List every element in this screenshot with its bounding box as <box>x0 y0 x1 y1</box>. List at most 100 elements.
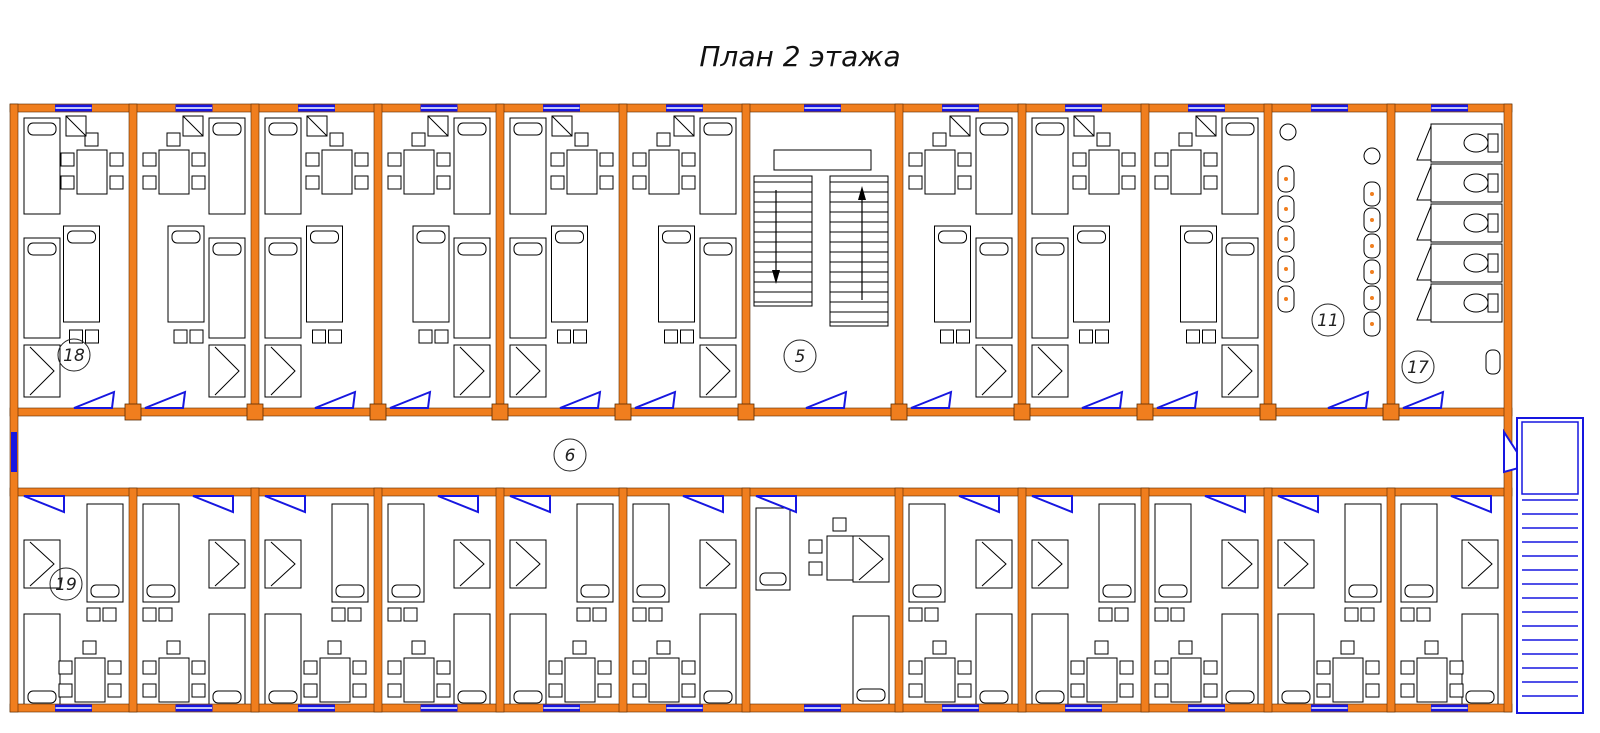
chair-icon <box>1416 607 1431 622</box>
chair-icon <box>347 607 362 622</box>
chair-icon <box>191 660 206 675</box>
wall-east <box>1503 103 1513 713</box>
chair-icon <box>1203 152 1218 167</box>
chair-icon <box>403 607 418 622</box>
chair-icon <box>58 683 73 698</box>
wardrobe-icon <box>699 539 737 589</box>
partition-south-4 <box>618 487 628 713</box>
stairs-icon <box>753 149 889 327</box>
chair-icon <box>681 175 696 190</box>
table-icon <box>76 149 108 195</box>
chair-icon <box>574 132 589 147</box>
chair-icon <box>1203 683 1218 698</box>
wall-corridor-south <box>9 487 1513 497</box>
partition-south-8 <box>1140 487 1150 713</box>
nightstand-icon <box>949 115 971 137</box>
stairs-icon <box>1516 417 1584 714</box>
door-north-8 <box>1081 390 1124 409</box>
chair-icon <box>331 607 346 622</box>
toilet-icon <box>1416 123 1503 163</box>
door-south-11 <box>1450 495 1492 514</box>
window-bottom-4 <box>543 704 580 712</box>
wardrobe-icon <box>453 539 491 589</box>
chair-icon <box>599 175 614 190</box>
room-label-5: 5 <box>783 339 817 373</box>
partition-south-0 <box>128 487 138 713</box>
window-top-8 <box>1065 104 1102 112</box>
chair-icon <box>557 329 571 344</box>
chair-icon <box>107 660 122 675</box>
sink-icon <box>1363 181 1381 207</box>
window-top-7 <box>942 104 979 112</box>
door-north-9 <box>1156 390 1199 409</box>
chair-icon <box>592 607 607 622</box>
column-4 <box>614 403 632 421</box>
window-bottom-10 <box>1311 704 1348 712</box>
chair-icon <box>434 329 449 344</box>
bed-icon <box>1031 117 1069 215</box>
chair-icon <box>957 152 972 167</box>
chair-icon <box>548 660 563 675</box>
bed-icon <box>755 507 791 591</box>
chair-icon <box>328 329 342 344</box>
chair-icon <box>82 640 97 655</box>
table-icon <box>1416 657 1448 703</box>
wardrobe-icon <box>264 344 302 398</box>
bed-icon <box>1031 237 1069 339</box>
chair-icon <box>1121 152 1136 167</box>
chair-icon <box>305 152 320 167</box>
window-corridor-west <box>11 432 17 472</box>
chair-icon <box>908 607 923 622</box>
chair-icon <box>908 660 923 675</box>
partition-south-6 <box>894 487 904 713</box>
door-south-2 <box>264 495 306 514</box>
sink-icon <box>1277 195 1295 223</box>
svg-text:19: 19 <box>55 575 77 595</box>
chair-icon <box>303 660 318 675</box>
wall-top <box>9 103 1513 113</box>
sink-icon <box>1363 233 1381 259</box>
window-top-6 <box>804 104 841 112</box>
bed-icon <box>1221 613 1259 709</box>
chair-icon <box>1400 660 1415 675</box>
chair-icon <box>1400 683 1415 698</box>
chair-icon <box>1170 607 1185 622</box>
window-bottom-2 <box>298 704 335 712</box>
chair-icon <box>680 329 694 344</box>
bed-icon <box>699 237 737 339</box>
bed-icon <box>306 225 343 323</box>
wardrobe-icon <box>699 344 737 398</box>
bed-icon <box>509 613 547 709</box>
chair-icon <box>142 660 157 675</box>
partition-north-5 <box>741 103 751 417</box>
toilet-icon <box>1416 163 1503 203</box>
chair-icon <box>599 152 614 167</box>
bed-icon <box>1180 225 1217 323</box>
sink-icon <box>1485 349 1501 375</box>
room-label-17: 17 <box>1401 350 1435 384</box>
bed-icon <box>699 613 737 709</box>
sink-icon <box>1277 255 1295 283</box>
bed-icon <box>1461 613 1499 709</box>
chair-icon <box>173 329 188 344</box>
bed-icon <box>264 613 302 709</box>
window-top-5 <box>666 104 703 112</box>
svg-text:5: 5 <box>795 347 806 367</box>
door-north-11 <box>1402 390 1445 409</box>
window-top-2 <box>298 104 335 112</box>
bed-icon <box>63 225 100 323</box>
chair-icon <box>387 607 402 622</box>
door-south-3 <box>437 495 479 514</box>
chair-icon <box>312 329 326 344</box>
bed-icon <box>1344 503 1382 603</box>
partition-south-7 <box>1017 487 1027 713</box>
wardrobe-icon <box>453 344 491 398</box>
openings-layer <box>11 104 1584 714</box>
wardrobe-icon <box>23 344 61 398</box>
bed-icon <box>86 503 124 603</box>
chair-icon <box>191 152 206 167</box>
bed-icon <box>1031 613 1069 709</box>
chair-icon <box>436 660 451 675</box>
table-icon <box>1332 657 1364 703</box>
door-south-0 <box>23 495 65 514</box>
